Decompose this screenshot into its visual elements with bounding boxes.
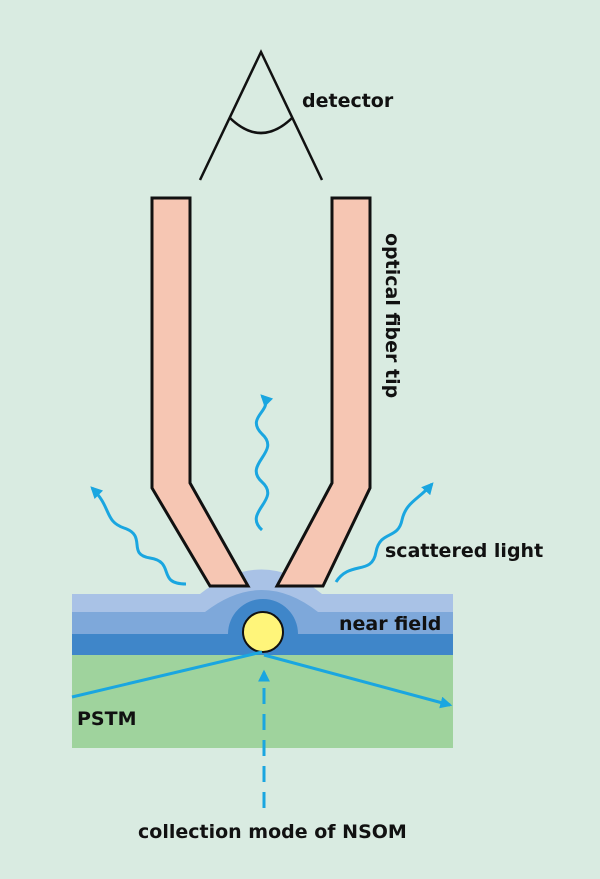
detector-label: detector (302, 90, 394, 112)
near-field-label: near field (339, 613, 441, 635)
pstm-label: PSTM (77, 708, 136, 730)
pstm-incident-beam (71, 650, 263, 699)
collection-mode-label: collection mode of NSOM (138, 821, 407, 843)
scattered-wave-right (334, 482, 434, 583)
fiber-label: optical fiber tip (381, 233, 403, 398)
particle (242, 611, 284, 653)
fiber-right-prong (274, 196, 372, 588)
scattered-light-label: scattered light (385, 540, 543, 562)
scattered-wave-center (254, 394, 274, 532)
scattered-wave-left (90, 486, 187, 586)
pstm-reflected-beam (263, 653, 453, 709)
detector-icon (198, 49, 324, 181)
fiber-left-prong (150, 196, 251, 588)
